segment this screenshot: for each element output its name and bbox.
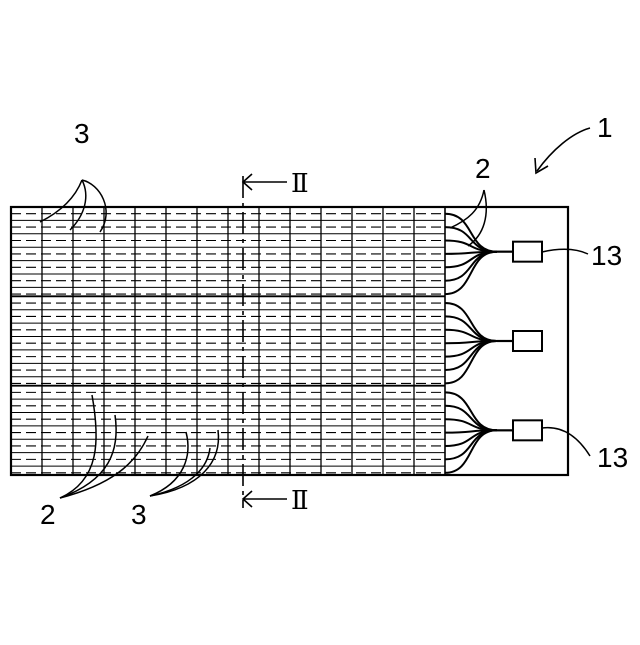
cell-grid [11, 207, 445, 475]
connector-box [513, 242, 542, 262]
section-line [243, 174, 287, 508]
connector-leaders [542, 249, 590, 456]
connector-box [513, 331, 542, 351]
fiber-strand [445, 252, 497, 294]
section-arrow-top [243, 174, 287, 190]
ref-label-device: 1 [597, 112, 613, 143]
section-arrow-bottom [243, 491, 287, 507]
device-arrow [535, 128, 590, 173]
cells-bottom-leaders [150, 430, 218, 496]
ref-label-connector-bottom: 13 [597, 442, 628, 473]
fiber-strand [445, 430, 497, 473]
ref-label-connector-top: 13 [591, 240, 622, 271]
section-label-top: Ⅱ [291, 169, 309, 198]
ref-label-cells-bottom: 3 [131, 499, 147, 530]
fiber-bundles [445, 214, 542, 473]
ref-label-cells-top: 3 [74, 118, 90, 149]
ref-label-fibers-bottom: 2 [40, 499, 56, 530]
connector-box [513, 420, 542, 440]
ref-label-fibers-top: 2 [475, 153, 491, 184]
fiber-strand [445, 341, 497, 383]
section-label-bottom: Ⅱ [291, 486, 309, 515]
